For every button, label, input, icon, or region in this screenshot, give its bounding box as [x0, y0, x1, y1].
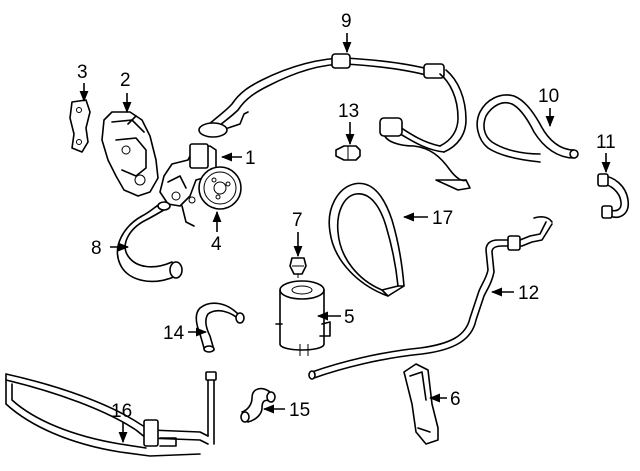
callout-labels: 1 2 3 4 5 6 7 8 9 10 11 12 13 14 15 16 1…: [77, 11, 616, 422]
part-12-line: [308, 216, 553, 380]
callout-5: 5: [344, 307, 355, 328]
callout-12: 12: [518, 283, 539, 304]
callout-7: 7: [292, 210, 303, 231]
part-14-hose: [195, 302, 245, 353]
callout-13: 13: [338, 101, 359, 122]
callout-6: 6: [450, 389, 461, 410]
callout-3: 3: [77, 62, 88, 83]
callout-17: 17: [432, 208, 453, 229]
callout-4: 4: [211, 234, 222, 255]
part-10-return-hose: [476, 94, 579, 163]
callout-8: 8: [91, 238, 102, 259]
part-6-bracket: [403, 363, 439, 445]
callout-10: 10: [538, 86, 559, 107]
part-17-drive-belt: [328, 182, 405, 297]
callout-11: 11: [596, 132, 616, 153]
part-11-hose: [597, 173, 630, 219]
callout-9: 9: [341, 11, 352, 32]
part-8-hose: [116, 201, 183, 283]
part-1-pump: [159, 143, 217, 227]
part-15-hose: [240, 387, 276, 423]
callout-2: 2: [120, 70, 131, 91]
callout-leaders: [79, 33, 611, 444]
part-9-pressure-hose: [198, 53, 471, 191]
callout-1: 1: [245, 148, 256, 169]
part-13-fitting: [335, 145, 361, 161]
part-5-reservoir: [275, 280, 331, 356]
part-2-bracket: [101, 111, 159, 197]
part-7-cap: [289, 257, 307, 278]
callout-16: 16: [111, 401, 132, 422]
part-4-pulley: [198, 166, 242, 210]
part-16-cooler: [5, 371, 217, 457]
callout-14: 14: [163, 323, 185, 344]
callout-15: 15: [289, 400, 310, 421]
part-3-gasket: [69, 99, 91, 153]
